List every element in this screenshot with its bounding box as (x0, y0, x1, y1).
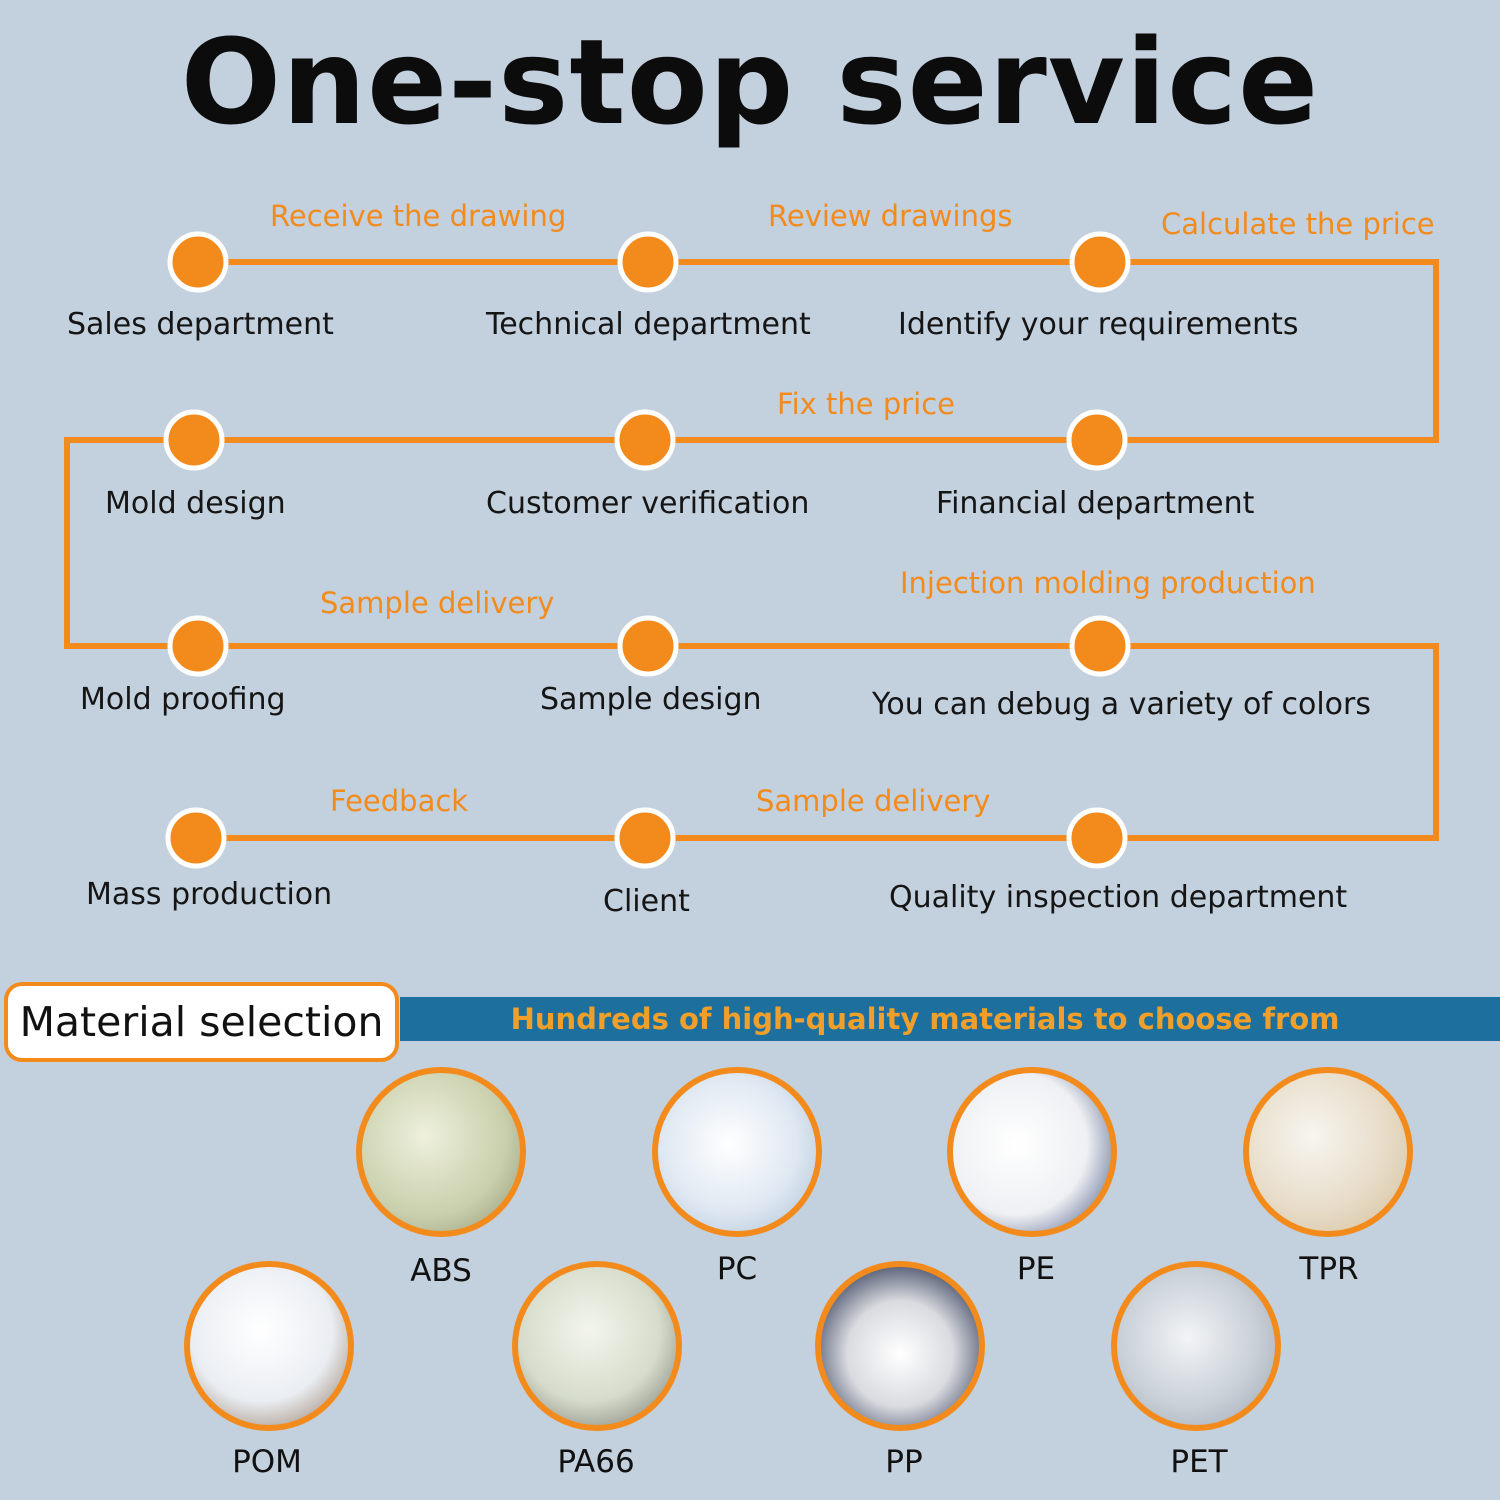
material-banner-text: Hundreds of high-quality materials to ch… (510, 1002, 1340, 1036)
action-receive-drawing: Receive the drawing (270, 199, 567, 233)
page-title: One-stop service (180, 13, 1320, 151)
step-mass-production: Mass production (86, 877, 333, 912)
step-financial-department: Financial department (936, 486, 1255, 521)
flow-node-11 (614, 807, 676, 869)
step-mold-proofing: Mold proofing (80, 682, 286, 717)
material-photo-abs (356, 1067, 526, 1237)
flow-node-9 (1069, 615, 1131, 677)
flow-node-2 (617, 231, 679, 293)
material-selection-title: Material selection (4, 982, 399, 1062)
flow-node-8 (617, 615, 679, 677)
material-label-pp: PP (885, 1444, 923, 1480)
flow-node-5 (614, 409, 676, 471)
material-label-pe: PE (1016, 1251, 1056, 1287)
material-photo-pet (1111, 1261, 1281, 1431)
material-label-pom: POM (232, 1444, 302, 1480)
flow-node-4 (1066, 409, 1128, 471)
material-photo-tpr (1243, 1067, 1413, 1237)
process-flow (64, 231, 1439, 869)
step-quality-inspection: Quality inspection department (889, 880, 1348, 915)
material-label-tpr: TPR (1299, 1251, 1359, 1287)
material-label-abs: ABS (410, 1253, 472, 1289)
flow-node-7 (167, 615, 229, 677)
flow-connector-line (64, 259, 1439, 841)
flow-node-12 (165, 807, 227, 869)
action-fix-price: Fix the price (777, 387, 955, 421)
step-technical-department: Technical department (486, 307, 811, 342)
step-client: Client (603, 884, 690, 919)
step-customer-verification: Customer verification (486, 486, 810, 521)
material-photo-pp (815, 1261, 985, 1431)
action-injection-molding: Injection molding production (900, 566, 1316, 600)
action-calculate-price: Calculate the price (1161, 207, 1435, 241)
step-sales-department: Sales department (67, 307, 334, 342)
material-photo-pom (184, 1261, 354, 1431)
step-identify-requirements: Identify your requirements (898, 307, 1299, 342)
material-label-pa66: PA66 (557, 1444, 635, 1480)
flow-node-1 (167, 231, 229, 293)
material-photo-pe (947, 1067, 1117, 1237)
flow-node-6 (163, 409, 225, 471)
material-photo-pc (652, 1067, 822, 1237)
action-review-drawings: Review drawings (768, 199, 1013, 233)
flow-node-3 (1069, 231, 1131, 293)
material-banner (400, 997, 1500, 1041)
step-debug-colors: You can debug a variety of colors (872, 687, 1371, 722)
action-feedback: Feedback (330, 784, 469, 818)
material-label-pet: PET (1170, 1444, 1228, 1480)
step-mold-design: Mold design (105, 486, 286, 521)
action-sample-delivery-2: Sample delivery (756, 784, 991, 818)
action-sample-delivery: Sample delivery (320, 586, 555, 620)
flow-node-10 (1066, 807, 1128, 869)
material-photo-pa66 (512, 1261, 682, 1431)
step-sample-design: Sample design (540, 682, 762, 717)
material-label-pc: PC (716, 1251, 758, 1287)
